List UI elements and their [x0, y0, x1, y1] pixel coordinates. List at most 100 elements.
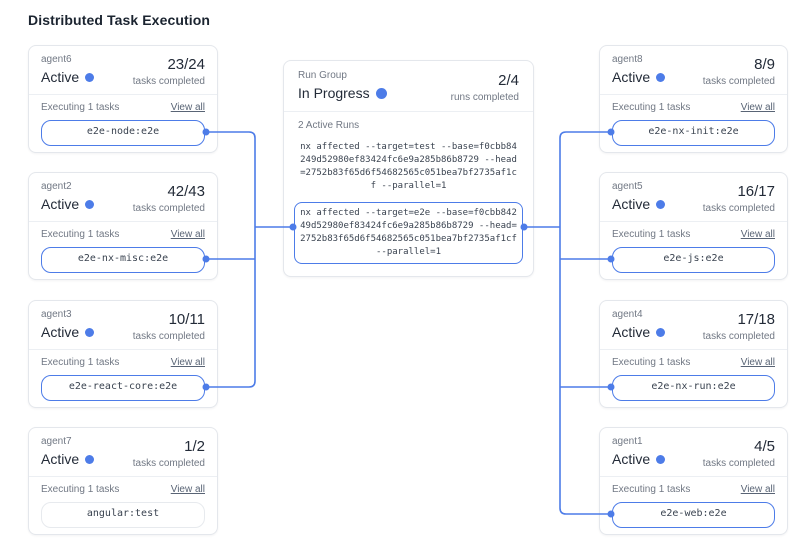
task-count: 17/18	[737, 311, 775, 328]
agent-card-agent2: agent2 Active 42/43 tasks completed Exec…	[28, 172, 218, 280]
task-count-caption: tasks completed	[132, 203, 205, 214]
agent-identity: agent5 Active	[612, 181, 666, 214]
status-dot-icon	[85, 455, 95, 464]
run-group-identity: Run Group In Progress	[298, 70, 387, 103]
task-pill[interactable]: angular:test	[41, 502, 205, 528]
view-all-link[interactable]: View all	[170, 484, 205, 495]
view-all-link[interactable]: View all	[740, 229, 775, 240]
agent-identity: agent3 Active	[41, 309, 95, 342]
agent-name: agent1	[612, 436, 643, 447]
agent-name: agent5	[612, 181, 643, 192]
agent-identity: agent1 Active	[612, 436, 666, 469]
status-dot-icon	[656, 200, 666, 209]
agent-name: agent3	[41, 309, 72, 320]
run-group-progress: 2/4 runs completed	[451, 70, 519, 103]
agent-card-agent8: agent8 Active 8/9 tasks completed Execut…	[599, 45, 788, 153]
agent-name: agent8	[612, 54, 643, 65]
agent-card-body: Executing 1 tasks View all e2e-nx-run:e2…	[600, 350, 787, 409]
page-title: Distributed Task Execution	[28, 12, 211, 28]
agent-progress: 16/17 tasks completed	[703, 181, 775, 214]
executing-label: Executing 1 tasks	[41, 102, 120, 113]
agent-card-header: agent5 Active 16/17 tasks completed	[600, 173, 787, 222]
agent-name: agent6	[41, 54, 72, 65]
executing-label: Executing 1 tasks	[612, 229, 691, 240]
agent-status: Active	[41, 324, 80, 340]
task-pill[interactable]: e2e-web:e2e	[612, 502, 775, 528]
task-pill[interactable]: e2e-nx-run:e2e	[612, 375, 775, 401]
executing-label: Executing 1 tasks	[41, 484, 120, 495]
agent-progress: 17/18 tasks completed	[703, 309, 775, 342]
task-pill[interactable]: e2e-nx-init:e2e	[612, 120, 775, 146]
runs-count-caption: runs completed	[450, 92, 519, 103]
agent-card-agent3: agent3 Active 10/11 tasks completed Exec…	[28, 300, 218, 408]
agent-status: Active	[41, 69, 80, 85]
agent-name: agent7	[41, 436, 72, 447]
run-group-status: In Progress	[298, 85, 370, 101]
task-pill[interactable]: e2e-nx-misc:e2e	[41, 247, 205, 273]
task-count: 4/5	[754, 438, 775, 455]
run-command[interactable]: nx affected --target=test --base=f0cbb84…	[300, 142, 517, 191]
executing-label: Executing 1 tasks	[612, 484, 691, 495]
task-count-caption: tasks completed	[132, 76, 205, 87]
active-runs-label: 2 Active Runs	[298, 120, 360, 131]
status-dot-icon	[85, 200, 95, 209]
executing-label: Executing 1 tasks	[612, 102, 691, 113]
agent-card-header: agent1 Active 4/5 tasks completed	[600, 428, 787, 477]
agent-card-agent1: agent1 Active 4/5 tasks completed Execut…	[599, 427, 788, 535]
agent-card-body: Executing 1 tasks View all e2e-web:e2e	[600, 477, 787, 536]
agent-card-header: agent3 Active 10/11 tasks completed	[29, 301, 217, 350]
agent-card-agent6: agent6 Active 23/24 tasks completed Exec…	[28, 45, 218, 153]
agent-status: Active	[41, 451, 80, 467]
agent-identity: agent6 Active	[41, 54, 95, 87]
view-all-link[interactable]: View all	[170, 229, 205, 240]
agent-progress: 10/11 tasks completed	[133, 309, 205, 342]
executing-label: Executing 1 tasks	[612, 357, 691, 368]
agent-card-header: agent2 Active 42/43 tasks completed	[29, 173, 217, 222]
agent-status: Active	[612, 69, 651, 85]
agent-identity: agent4 Active	[612, 309, 666, 342]
status-dot-icon	[85, 328, 95, 337]
task-count: 16/17	[737, 183, 775, 200]
agent-status: Active	[612, 324, 651, 340]
agent-card-body: Executing 1 tasks View all e2e-nx-init:e…	[600, 95, 787, 154]
agent-progress: 23/24 tasks completed	[133, 54, 205, 87]
task-pill[interactable]: e2e-node:e2e	[41, 120, 205, 146]
agent-status: Active	[612, 451, 651, 467]
agent-progress: 8/9 tasks completed	[703, 54, 775, 87]
agent-card-header: agent4 Active 17/18 tasks completed	[600, 301, 787, 350]
view-all-link[interactable]: View all	[740, 102, 775, 113]
run-group-body: 2 Active Runs nx affected --target=test …	[284, 112, 533, 276]
view-all-link[interactable]: View all	[170, 357, 205, 368]
runs-count: 2/4	[498, 72, 519, 89]
run-group-card: Run Group In Progress 2/4 runs completed…	[283, 60, 534, 277]
agent-card-agent5: agent5 Active 16/17 tasks completed Exec…	[599, 172, 788, 280]
task-pill[interactable]: e2e-js:e2e	[612, 247, 775, 273]
agent-card-body: Executing 1 tasks View all e2e-react-cor…	[29, 350, 217, 409]
view-all-link[interactable]: View all	[740, 484, 775, 495]
run-command-active[interactable]: nx affected --target=e2e --base=f0cbb842…	[294, 202, 523, 264]
task-count: 8/9	[754, 56, 775, 73]
status-dot-icon	[375, 88, 387, 99]
agent-card-agent7: agent7 Active 1/2 tasks completed Execut…	[28, 427, 218, 535]
status-dot-icon	[656, 455, 666, 464]
task-pill[interactable]: e2e-react-core:e2e	[41, 375, 205, 401]
status-dot-icon	[85, 73, 95, 82]
task-count-caption: tasks completed	[132, 458, 205, 469]
agent-progress: 1/2 tasks completed	[133, 436, 205, 469]
task-count-caption: tasks completed	[132, 331, 205, 342]
status-dot-icon	[656, 328, 666, 337]
view-all-link[interactable]: View all	[170, 102, 205, 113]
task-count: 23/24	[167, 56, 205, 73]
agent-status: Active	[612, 196, 651, 212]
agent-name: agent4	[612, 309, 643, 320]
agent-identity: agent7 Active	[41, 436, 95, 469]
agent-progress: 42/43 tasks completed	[133, 181, 205, 214]
agent-card-header: agent6 Active 23/24 tasks completed	[29, 46, 217, 95]
view-all-link[interactable]: View all	[740, 357, 775, 368]
task-count: 42/43	[167, 183, 205, 200]
task-count-caption: tasks completed	[702, 458, 775, 469]
agent-card-header: agent8 Active 8/9 tasks completed	[600, 46, 787, 95]
task-count-caption: tasks completed	[702, 331, 775, 342]
agent-card-agent4: agent4 Active 17/18 tasks completed Exec…	[599, 300, 788, 408]
